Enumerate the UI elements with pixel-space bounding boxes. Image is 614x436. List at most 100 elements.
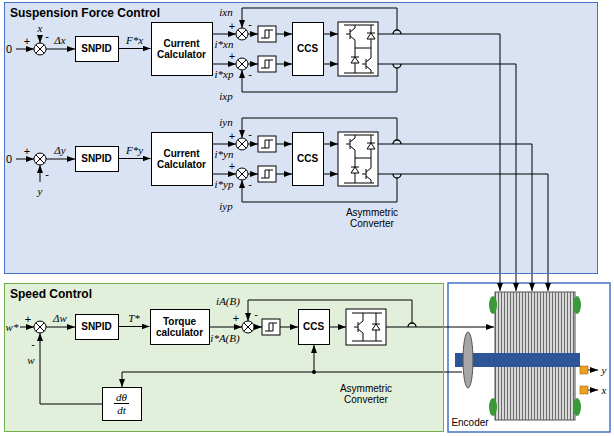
panel-title: Suspension Force Control <box>10 6 160 20</box>
block-label: SNPID <box>81 153 112 164</box>
signal-label: w* <box>6 321 19 333</box>
signal-label: i*A(B) <box>210 332 239 344</box>
wire <box>212 144 236 145</box>
wire <box>46 327 75 328</box>
sign-label: - <box>248 18 252 30</box>
sign-label: + <box>229 160 235 172</box>
wire <box>209 327 242 328</box>
wire <box>276 64 292 65</box>
sensor-wire <box>588 370 598 371</box>
control-block: CCS <box>292 22 324 76</box>
branch-dot <box>312 370 316 374</box>
block-label: SNPID <box>81 43 112 54</box>
feedback-wire <box>40 333 102 404</box>
block-label: CCS <box>303 321 324 332</box>
signal-label: x <box>602 384 607 396</box>
encoder-disk <box>463 332 473 388</box>
control-block: Current Calculator <box>151 22 213 76</box>
signal-label: T* <box>128 312 140 324</box>
asymmetric-converter <box>338 22 378 76</box>
wire <box>276 174 292 175</box>
junction-cross <box>36 30 252 331</box>
panel-ground <box>4 283 444 432</box>
sign-label: - <box>45 168 49 180</box>
signal-label: Δx <box>54 34 65 46</box>
signal-arrow <box>119 158 151 159</box>
block-label: CCS <box>297 153 318 164</box>
current-sensor <box>408 323 416 327</box>
switch-diode-symbol <box>344 25 375 73</box>
wire <box>20 327 34 328</box>
sensor-wire <box>588 390 598 391</box>
converters <box>338 22 386 345</box>
signal-label: ixp <box>219 90 232 102</box>
hysteresis-block <box>258 26 276 42</box>
switch-diode-symbol <box>344 135 375 183</box>
sign-label: + <box>24 145 30 157</box>
control-block: SNPID <box>75 146 119 172</box>
wire <box>248 34 258 35</box>
wire <box>248 144 258 145</box>
signal-label: F*y <box>126 144 143 156</box>
wire <box>40 35 41 43</box>
hysteresis-blocks <box>258 26 280 335</box>
sign-label: + <box>233 312 239 324</box>
wire <box>324 64 338 65</box>
signal-label: iA(B) <box>216 295 240 307</box>
signal-label: y <box>602 364 607 376</box>
encoder-wire <box>122 372 462 387</box>
motor-frame <box>448 283 610 432</box>
sign-label: 0 <box>6 43 12 55</box>
sign-label: + <box>229 20 235 32</box>
signal-label: i*yp <box>215 178 234 190</box>
signal-label: F*x <box>126 34 143 46</box>
shaft <box>455 353 580 367</box>
winding <box>573 398 581 416</box>
hysteresis-block <box>258 136 276 152</box>
wire <box>324 144 338 145</box>
signal-label: i*xp <box>215 68 234 80</box>
block-label: Torque calculator <box>154 316 206 338</box>
hysteresis-block <box>262 319 280 335</box>
phase-wire <box>386 327 494 328</box>
winding <box>489 398 497 416</box>
block-label: Current Calculator <box>155 148 209 170</box>
signal-label: x <box>38 22 43 34</box>
panel-ground <box>4 2 598 274</box>
winding <box>573 296 581 314</box>
block-label: dθ <box>114 391 129 404</box>
wire <box>46 49 75 50</box>
signal-label: Δw <box>53 312 67 324</box>
wire <box>46 159 75 160</box>
signal-label: w <box>27 354 34 366</box>
wire <box>324 174 338 175</box>
control-panel: Suspension Force ControlSNPID Current Cal… <box>4 2 598 274</box>
switch-diode-symbol <box>352 313 382 341</box>
signal-label: y <box>38 185 43 197</box>
control-block: CCS <box>298 309 330 345</box>
block-label: SNPID <box>81 321 112 332</box>
sign-label: + <box>25 313 31 325</box>
hysteresis-symbol <box>261 30 277 331</box>
wire <box>330 327 346 328</box>
wire <box>16 159 34 160</box>
block-label: CCS <box>297 43 318 54</box>
hysteresis-block <box>258 166 276 182</box>
control-block: SNPID <box>75 314 119 340</box>
displacement-sensor <box>580 366 588 374</box>
sign-label: + <box>229 130 235 142</box>
block-label: dt <box>117 404 126 416</box>
part-label: Asymmetric Converter <box>330 383 402 405</box>
winding <box>489 296 497 314</box>
sign-label: - <box>248 128 252 140</box>
control-block: Torque calculator <box>150 309 210 345</box>
signal-arrow <box>119 48 151 49</box>
sign-label: + <box>24 35 30 47</box>
motor-illustration <box>455 292 588 420</box>
signal-label: Δy <box>54 144 65 156</box>
part-label: Asymmetric Converter <box>336 207 408 229</box>
